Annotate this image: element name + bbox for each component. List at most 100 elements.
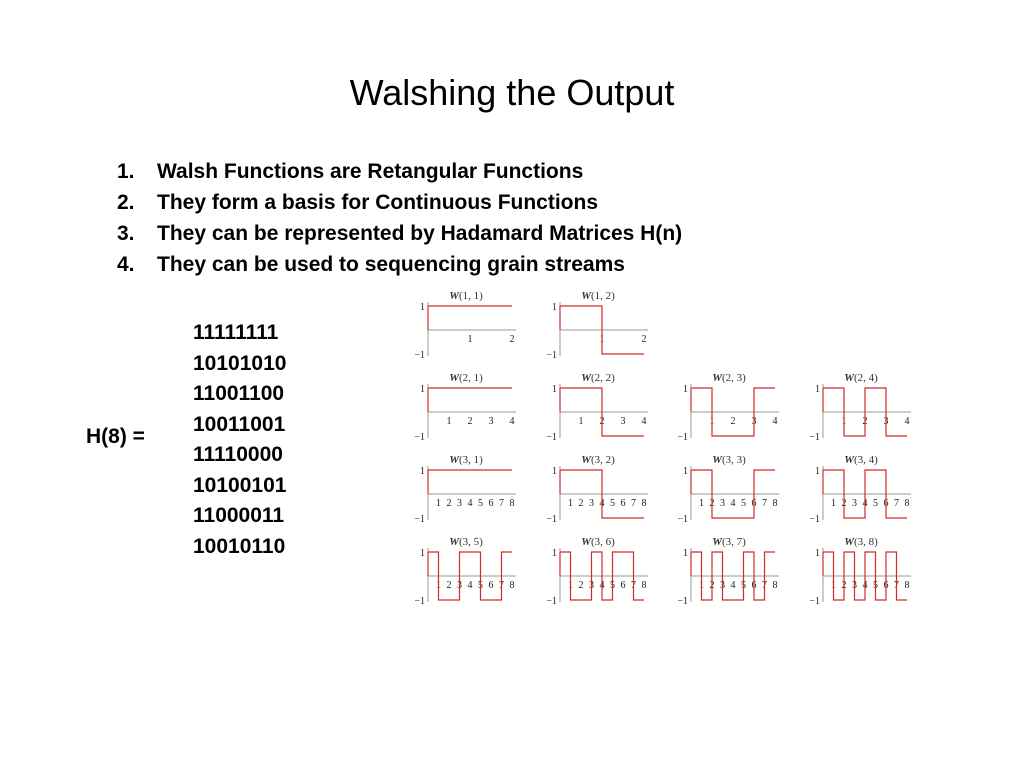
- y-tick-label: −1: [414, 596, 425, 607]
- y-tick-label: −1: [546, 350, 557, 361]
- walsh-waveform: [428, 551, 512, 601]
- x-tick-label: 3: [852, 498, 857, 509]
- y-tick-label: −1: [546, 432, 557, 443]
- x-tick-label: 7: [499, 498, 504, 509]
- plot-title: W(2, 4): [844, 372, 878, 384]
- y-tick-label: 1: [420, 384, 425, 395]
- x-tick-label: 4: [731, 498, 736, 509]
- point-number: 3.: [117, 222, 135, 245]
- x-tick-label: 1: [436, 498, 441, 509]
- walsh-waveform: [560, 387, 644, 437]
- y-tick-label: −1: [677, 514, 688, 525]
- x-tick-label: 2: [731, 416, 736, 427]
- list-item: 3.They can be represented by Hadamard Ma…: [117, 218, 682, 249]
- point-number: 1.: [117, 160, 135, 183]
- x-tick-label: 2: [579, 580, 584, 591]
- point-text: They can be used to sequencing grain str…: [157, 253, 625, 276]
- x-tick-label: 6: [621, 498, 626, 509]
- plot-title: W(3, 7): [712, 536, 746, 548]
- y-tick-label: −1: [677, 596, 688, 607]
- x-tick-label: 3: [720, 498, 725, 509]
- x-tick-label: 6: [621, 580, 626, 591]
- plot-title: W(3, 1): [449, 454, 483, 466]
- y-tick-label: −1: [809, 514, 820, 525]
- walsh-waveform: [691, 387, 775, 437]
- hadamard-matrix: 11111111 10101010 11001100 10011001 1111…: [193, 318, 286, 562]
- x-tick-label: 5: [873, 498, 878, 509]
- x-tick-label: 2: [468, 416, 473, 427]
- y-tick-label: 1: [420, 302, 425, 313]
- x-tick-label: 4: [773, 416, 778, 427]
- point-text: They form a basis for Continuous Functio…: [157, 191, 599, 214]
- y-tick-label: 1: [552, 302, 557, 313]
- plot-title: W(3, 2): [581, 454, 615, 466]
- x-tick-label: 1: [447, 416, 452, 427]
- y-tick-label: 1: [552, 466, 557, 477]
- walsh-waveform: [823, 387, 907, 437]
- x-tick-label: 4: [905, 416, 910, 427]
- x-tick-label: 1: [699, 498, 704, 509]
- matrix-row: 11000011: [193, 504, 285, 527]
- x-tick-label: 7: [894, 498, 899, 509]
- y-tick-label: 1: [552, 384, 557, 395]
- x-tick-label: 1: [568, 498, 573, 509]
- plot-title: W(3, 5): [449, 536, 483, 548]
- plot-title: W(3, 8): [844, 536, 878, 548]
- x-tick-label: 7: [631, 498, 636, 509]
- x-tick-label: 3: [589, 498, 594, 509]
- matrix-row: 10101010: [193, 351, 287, 375]
- walsh-waveform: [691, 469, 775, 519]
- y-tick-label: 1: [683, 384, 688, 395]
- walsh-waveform: [560, 551, 644, 601]
- plot-title: W(1, 2): [581, 290, 615, 302]
- point-number: 4.: [117, 253, 135, 276]
- x-tick-label: 3: [489, 416, 494, 427]
- walsh-waveform: [823, 469, 907, 519]
- list-item: 2. They form a basis for Continuous Funct…: [117, 187, 682, 218]
- y-tick-label: 1: [815, 384, 820, 395]
- list-item: 4. They can be used to sequencing grain s…: [117, 249, 682, 280]
- x-tick-label: 8: [773, 580, 778, 591]
- x-tick-label: 5: [741, 498, 746, 509]
- walsh-waveform: [691, 551, 775, 601]
- x-tick-label: 5: [478, 498, 483, 509]
- x-tick-label: 3: [457, 498, 462, 509]
- x-tick-label: 8: [510, 498, 515, 509]
- plot-title: W(3, 3): [712, 454, 746, 466]
- x-tick-label: 4: [468, 580, 473, 591]
- x-tick-label: 1: [831, 498, 836, 509]
- walsh-waveform: [823, 551, 907, 601]
- hadamard-label: H(8) =: [86, 425, 145, 448]
- list-item: 1.Walsh Functions are Retangular Functio…: [117, 156, 682, 187]
- y-tick-label: 1: [420, 548, 425, 559]
- y-tick-label: −1: [414, 432, 425, 443]
- x-tick-label: 4: [642, 416, 647, 427]
- matrix-row: 11110000: [193, 443, 283, 466]
- y-tick-label: −1: [809, 432, 820, 443]
- y-tick-label: −1: [546, 596, 557, 607]
- slide-title: Walshing the Output: [349, 72, 675, 113]
- point-list: 1.Walsh Functions are Retangular Functio…: [117, 156, 682, 280]
- x-tick-label: 6: [489, 580, 494, 591]
- plot-title: W(3, 4): [844, 454, 878, 466]
- matrix-row: 11001100: [193, 382, 285, 405]
- x-tick-label: 8: [905, 580, 910, 591]
- x-tick-label: 1: [468, 334, 473, 345]
- x-tick-label: 2: [510, 334, 515, 345]
- x-tick-label: 2: [447, 498, 452, 509]
- matrix-row: 10010110: [193, 534, 286, 558]
- point-number: 2.: [117, 191, 135, 214]
- y-tick-label: 1: [815, 548, 820, 559]
- y-tick-label: 1: [552, 548, 557, 559]
